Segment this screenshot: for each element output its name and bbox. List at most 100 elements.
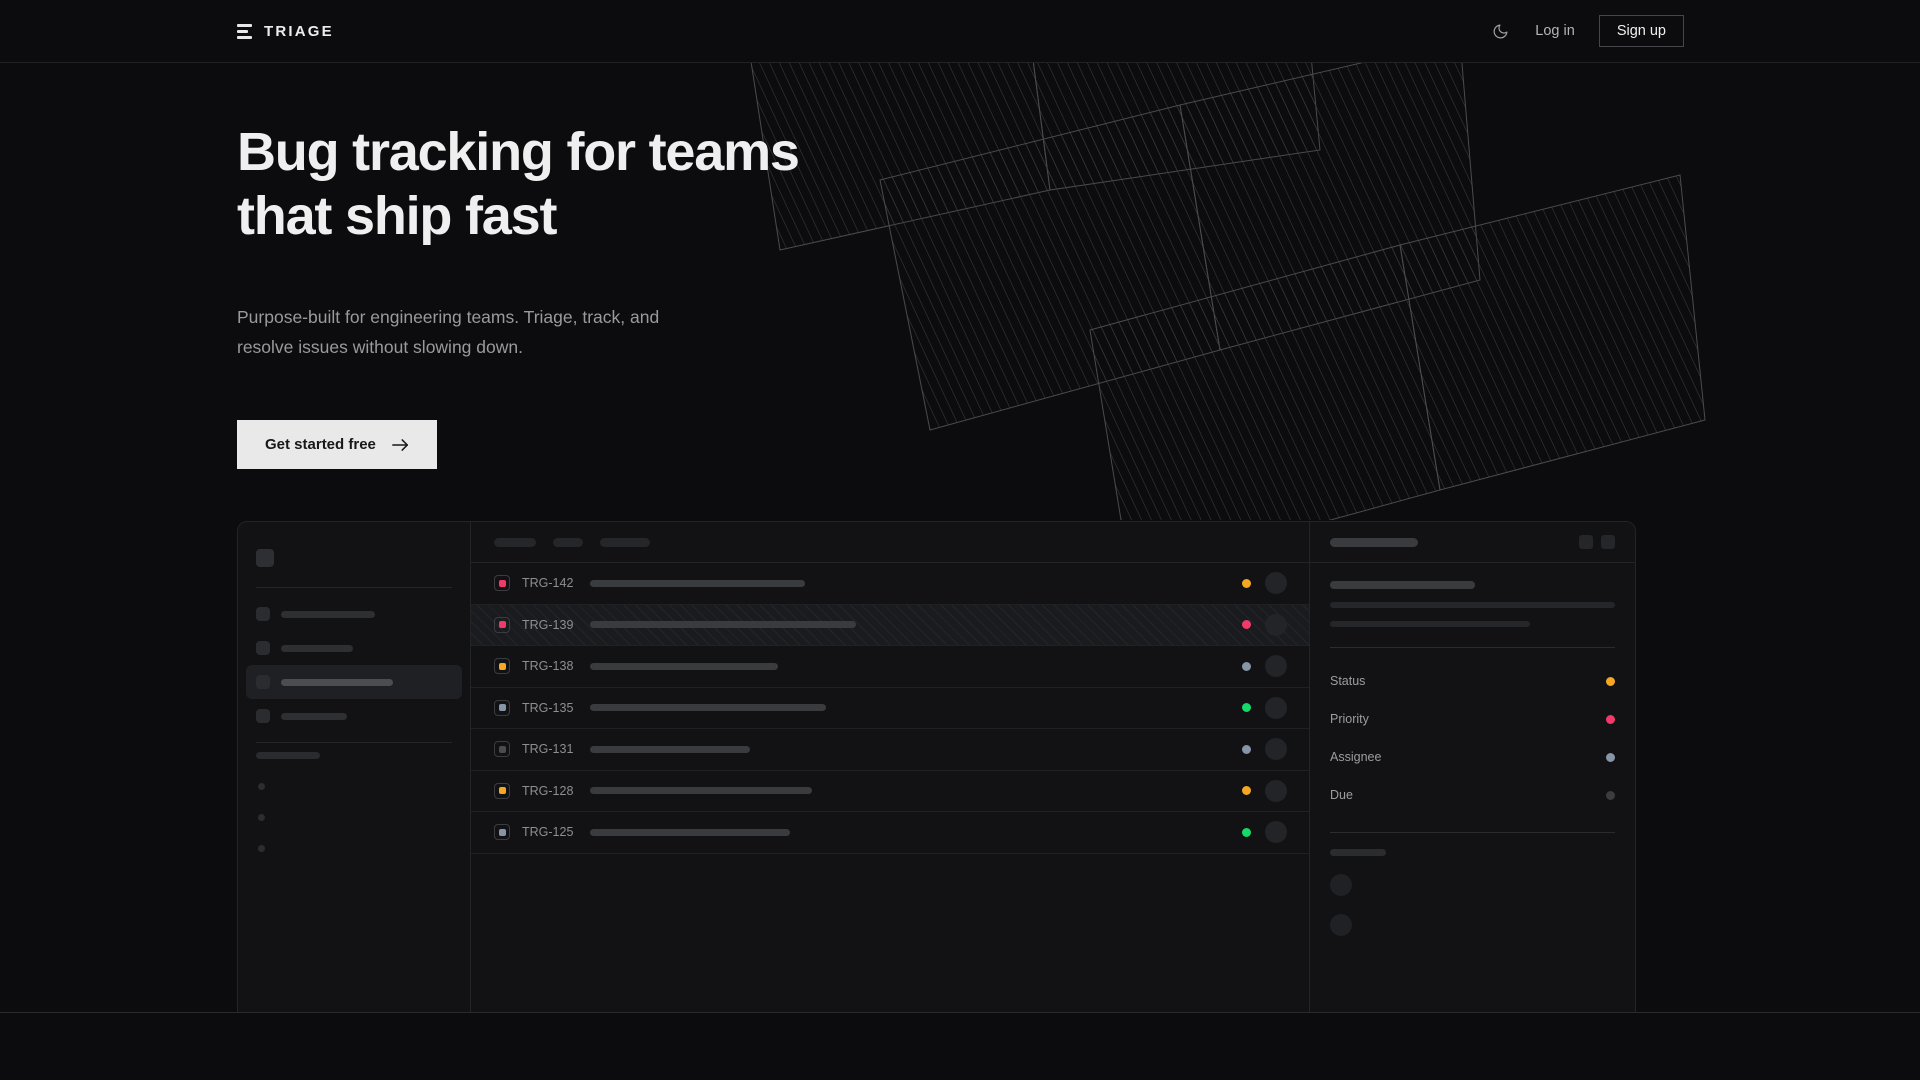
detail-body-line-skeleton — [1330, 621, 1530, 627]
avatar[interactable] — [1330, 914, 1352, 936]
avatar[interactable] — [1265, 613, 1287, 636]
detail-footer-avatars — [1330, 874, 1615, 936]
issue-title-skeleton — [590, 745, 750, 753]
triage-logo-icon — [237, 23, 252, 39]
hero-subtitle: Purpose-built for engineering teams. Tri… — [237, 307, 660, 357]
header-actions: Log in Sign up — [1489, 15, 1684, 47]
table-row[interactable]: TRG-142 — [471, 563, 1309, 605]
issue-title-skeleton — [590, 828, 790, 836]
signup-button[interactable]: Sign up — [1598, 15, 1684, 47]
table-row[interactable]: TRG-125 — [471, 812, 1309, 854]
issue-id: TRG-142 — [522, 576, 574, 591]
status-dot[interactable] — [1242, 786, 1251, 796]
row-meta — [1242, 779, 1309, 802]
issue-type-badge-icon — [494, 824, 510, 841]
mockup-sidebar — [238, 522, 471, 1013]
sidebar-nav-item-1[interactable] — [246, 631, 462, 665]
issue-id: TRG-138 — [522, 659, 574, 674]
detail-field-divider — [1330, 647, 1615, 648]
issue-title-skeleton — [590, 704, 826, 712]
row-meta — [1242, 821, 1309, 844]
detail-field-due[interactable]: Due — [1330, 776, 1615, 814]
sidebar-nav-label-skeleton — [281, 678, 393, 686]
detail-title-skeleton — [1330, 537, 1418, 547]
avatar[interactable] — [1265, 779, 1287, 802]
detail-field-priority[interactable]: Priority — [1330, 700, 1615, 738]
sidebar-tiny-dot[interactable] — [258, 783, 265, 790]
issue-title-skeleton — [590, 621, 856, 629]
issue-id: TRG-128 — [522, 783, 574, 798]
issue-type-badge-icon — [494, 616, 510, 633]
detail-header-button[interactable] — [1601, 535, 1615, 549]
hatched-panels-graphic — [741, 0, 1706, 520]
row-meta — [1242, 738, 1309, 761]
mockup-sidebar-logo — [256, 538, 452, 578]
sidebar-nav-label-skeleton — [281, 644, 353, 652]
page-bottom-divider — [0, 1012, 1920, 1013]
hero-section: Bug tracking for teams that ship fast Pu… — [237, 120, 800, 469]
row-meta — [1242, 655, 1309, 678]
detail-footer-divider — [1330, 832, 1615, 833]
sidebar-nav-item-3[interactable] — [246, 699, 462, 733]
sidebar-nav-icon — [256, 675, 270, 689]
toolbar-control-skeleton[interactable] — [494, 537, 536, 547]
detail-header-button[interactable] — [1579, 535, 1593, 549]
table-row[interactable]: TRG-131 — [471, 729, 1309, 771]
detail-footer-label-skeleton — [1330, 849, 1386, 856]
detail-header-buttons — [1579, 535, 1615, 549]
issue-type-badge-icon — [494, 575, 510, 592]
issue-type-badge-icon — [494, 782, 510, 799]
detail-field-label: Status — [1330, 674, 1366, 688]
status-dot[interactable] — [1242, 827, 1251, 837]
sidebar-tiny-dot[interactable] — [258, 814, 265, 821]
sidebar-divider-bottom — [256, 742, 452, 743]
row-meta — [1242, 572, 1309, 595]
detail-body-line-skeleton — [1330, 602, 1615, 608]
toolbar-control-skeleton[interactable] — [553, 537, 583, 547]
status-dot[interactable] — [1242, 620, 1251, 630]
get-started-button[interactable]: Get started free — [237, 420, 437, 469]
detail-panel-header — [1310, 522, 1635, 563]
status-dot[interactable] — [1242, 578, 1251, 588]
sidebar-tiny-dot[interactable] — [258, 845, 265, 852]
table-row[interactable]: TRG-128 — [471, 771, 1309, 812]
issue-type-badge-icon — [494, 658, 510, 675]
status-dot[interactable] — [1242, 703, 1251, 713]
sidebar-logo-icon — [256, 549, 274, 567]
table-row[interactable]: TRG-135 — [471, 688, 1309, 729]
avatar[interactable] — [1265, 572, 1287, 595]
sidebar-divider-top — [256, 587, 452, 588]
row-meta — [1242, 696, 1309, 719]
detail-field-assignee[interactable]: Assignee — [1330, 738, 1615, 776]
detail-field-status[interactable]: Status — [1330, 662, 1615, 700]
arrow-right-icon — [391, 438, 408, 451]
avatar[interactable] — [1330, 874, 1352, 896]
sidebar-section-label-skeleton — [256, 752, 320, 759]
status-dot[interactable] — [1242, 744, 1251, 754]
status-dot[interactable] — [1242, 661, 1251, 671]
table-row[interactable]: TRG-138 — [471, 646, 1309, 688]
avatar[interactable] — [1265, 696, 1287, 719]
avatar[interactable] — [1265, 821, 1287, 844]
sidebar-nav-item-2[interactable] — [246, 665, 462, 699]
sidebar-tiny-dots — [256, 783, 452, 852]
avatar[interactable] — [1265, 738, 1287, 761]
table-row[interactable]: TRG-139 — [471, 604, 1309, 646]
brand-logo[interactable]: TRIAGE — [237, 23, 334, 40]
moon-icon[interactable] — [1489, 20, 1511, 42]
sidebar-nav-item-0[interactable] — [246, 597, 462, 631]
toolbar-control-skeleton[interactable] — [600, 537, 650, 547]
login-link[interactable]: Log in — [1535, 23, 1575, 39]
detail-body-lines — [1330, 602, 1615, 627]
avatar[interactable] — [1265, 655, 1287, 678]
detail-field-label: Priority — [1330, 712, 1369, 726]
issue-type-badge-icon — [494, 699, 510, 716]
mockup-sidebar-nav — [246, 597, 462, 733]
page-title: Bug tracking for teams that ship fast — [237, 122, 800, 246]
